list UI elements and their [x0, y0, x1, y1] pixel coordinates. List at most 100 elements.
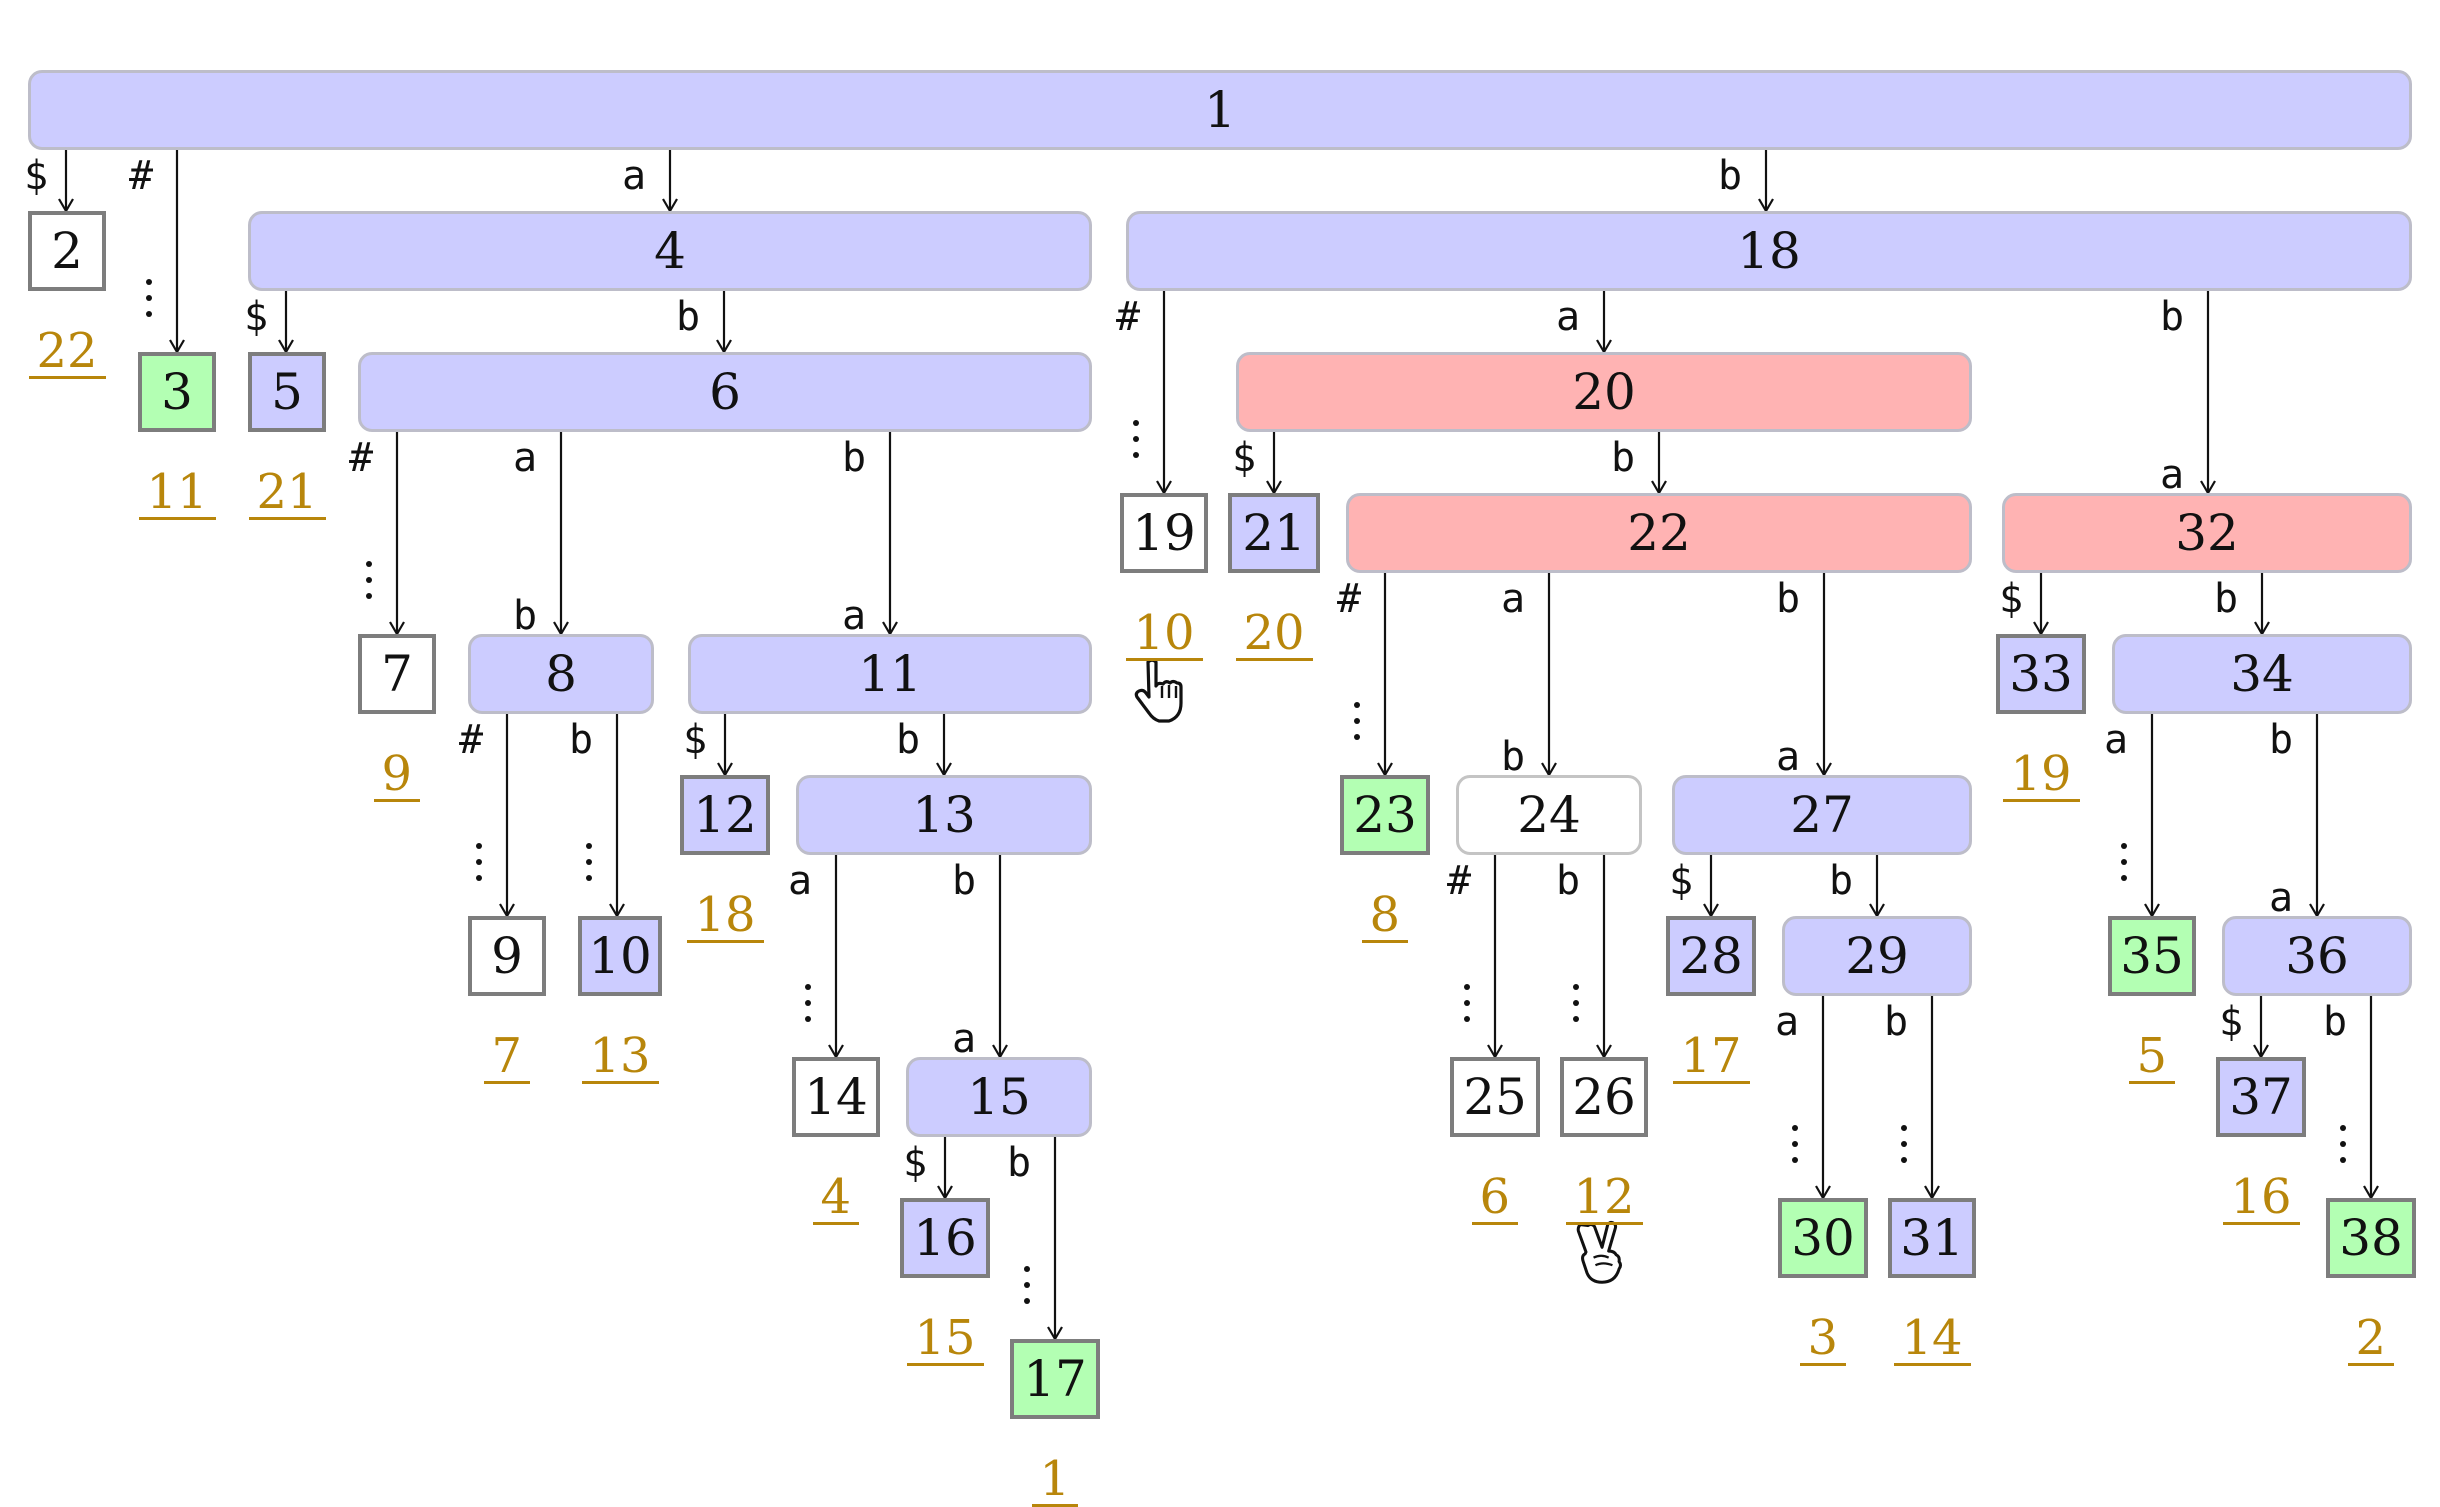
suffix-index-6: 6 — [1471, 1172, 1519, 1226]
ellipsis-dot-15-17 — [1024, 1298, 1030, 1304]
suffix-index-4: 4 — [812, 1172, 860, 1226]
ellipsis-dot-6-7 — [366, 577, 372, 583]
ellipsis-dot-36-38 — [2340, 1157, 2346, 1163]
suffix-index-5: 5 — [2128, 1031, 2176, 1085]
edge-label-8-10: b — [569, 717, 594, 763]
ellipsis-dot-18-19 — [1133, 436, 1139, 442]
ellipsis-dot-22-23 — [1354, 734, 1360, 740]
edge-label-1-2: $ — [24, 153, 49, 199]
tree-node-26: 26 — [1560, 1057, 1648, 1137]
tree-node-38: 38 — [2326, 1198, 2416, 1278]
suffix-index-20: 20 — [1235, 608, 1313, 662]
tree-node-5: 5 — [248, 352, 326, 432]
ellipsis-dot-1-3 — [146, 295, 152, 301]
ellipsis-dot-18-19 — [1133, 452, 1139, 458]
edge-label-29-31: b — [1884, 999, 1909, 1045]
edge-label-6-7: # — [349, 435, 374, 481]
suffix-index-14: 14 — [1893, 1313, 1971, 1367]
ellipsis-dot-34-35 — [2121, 875, 2127, 881]
ellipsis-dot-8-10 — [586, 843, 592, 849]
suffix-index-15: 15 — [906, 1313, 984, 1367]
ellipsis-dot-1-3 — [146, 311, 152, 317]
tree-node-37: 37 — [2216, 1057, 2306, 1137]
tree-node-14: 14 — [792, 1057, 880, 1137]
edge-label-13-15: b — [952, 858, 977, 904]
edge-label-20-22: b — [1611, 435, 1636, 481]
ellipsis-dot-29-31 — [1901, 1157, 1907, 1163]
ellipsis-dot-29-31 — [1901, 1125, 1907, 1131]
ellipsis-dot-36-38 — [2340, 1125, 2346, 1131]
ellipsis-dot-8-9 — [476, 859, 482, 865]
suffix-index-17: 17 — [1672, 1031, 1750, 1085]
tree-node-16: 16 — [900, 1198, 990, 1278]
tree-node-4: 4 — [248, 211, 1092, 291]
tree-node-21: 21 — [1228, 493, 1320, 573]
ellipsis-dot-15-17 — [1024, 1282, 1030, 1288]
edge-label-4-6: b — [676, 294, 701, 340]
ellipsis-dot-24-26 — [1573, 1000, 1579, 1006]
tree-node-35: 35 — [2108, 916, 2196, 996]
ellipsis-dot-18-19 — [1133, 420, 1139, 426]
edge-label-22-27: b — [1776, 576, 1801, 622]
edge-label-1-3: # — [129, 153, 154, 199]
tree-node-17: 17 — [1010, 1339, 1100, 1419]
ellipsis-dot-15-17 — [1024, 1266, 1030, 1272]
edge-label2-13-15: a — [952, 1016, 977, 1062]
suffix-index-13: 13 — [581, 1031, 659, 1085]
tree-node-28: 28 — [1666, 916, 1756, 996]
edge-label2-34-36: a — [2269, 875, 2294, 921]
edge-label-27-29: b — [1829, 858, 1854, 904]
edge-label-1-4: a — [622, 153, 647, 199]
tree-node-25: 25 — [1450, 1057, 1540, 1137]
edge-label-15-16: $ — [903, 1140, 928, 1186]
suffix-index-2: 2 — [2347, 1313, 2395, 1367]
tree-node-29: 29 — [1782, 916, 1972, 996]
edge-label-32-33: $ — [1999, 576, 2024, 622]
tree-node-33: 33 — [1996, 634, 2086, 714]
tree-node-27: 27 — [1672, 775, 1972, 855]
tree-node-10: 10 — [578, 916, 662, 996]
ellipsis-dot-24-26 — [1573, 1016, 1579, 1022]
edge-label2-6-8: b — [513, 593, 538, 639]
suffix-index-9: 9 — [373, 749, 421, 803]
edge-label-6-11: b — [842, 435, 867, 481]
tree-node-23: 23 — [1340, 775, 1430, 855]
edge-label-4-5: $ — [244, 294, 269, 340]
suffix-index-10: 10 — [1125, 608, 1203, 662]
ellipsis-dot-24-25 — [1464, 1016, 1470, 1022]
edge-label2-22-24: b — [1501, 734, 1526, 780]
tree-node-12: 12 — [680, 775, 770, 855]
suffix-index-1: 1 — [1031, 1454, 1079, 1507]
ellipsis-dot-34-35 — [2121, 843, 2127, 849]
ellipsis-dot-8-9 — [476, 875, 482, 881]
tree-node-32: 32 — [2002, 493, 2412, 573]
tree-node-18: 18 — [1126, 211, 2412, 291]
tree-node-19: 19 — [1120, 493, 1208, 573]
victory-hand-icon — [1576, 1220, 1622, 1284]
ellipsis-dot-29-30 — [1792, 1141, 1798, 1147]
ellipsis-dot-24-25 — [1464, 984, 1470, 990]
tree-node-7: 7 — [358, 634, 436, 714]
edge-label2-22-27: a — [1776, 734, 1801, 780]
edge-label-34-35: a — [2104, 717, 2129, 763]
tree-node-8: 8 — [468, 634, 654, 714]
edge-label-18-20: a — [1556, 294, 1581, 340]
edge-label-36-38: b — [2323, 999, 2348, 1045]
suffix-index-11: 11 — [138, 467, 216, 521]
tree-node-34: 34 — [2112, 634, 2412, 714]
suffix-index-7: 7 — [483, 1031, 531, 1085]
ellipsis-dot-22-23 — [1354, 702, 1360, 708]
tree-node-11: 11 — [688, 634, 1092, 714]
edge-label-22-24: a — [1501, 576, 1526, 622]
tree-node-1: 1 — [28, 70, 2412, 150]
edge-label-29-30: a — [1775, 999, 1800, 1045]
edge-label-22-23: # — [1337, 576, 1362, 622]
suffix-index-12: 12 — [1565, 1172, 1643, 1226]
edge-label-34-36: b — [2269, 717, 2294, 763]
tree-node-31: 31 — [1888, 1198, 1976, 1278]
tree-node-3: 3 — [138, 352, 216, 432]
ellipsis-dot-29-30 — [1792, 1125, 1798, 1131]
edge-label-20-21: $ — [1232, 435, 1257, 481]
ellipsis-dot-29-30 — [1792, 1157, 1798, 1163]
